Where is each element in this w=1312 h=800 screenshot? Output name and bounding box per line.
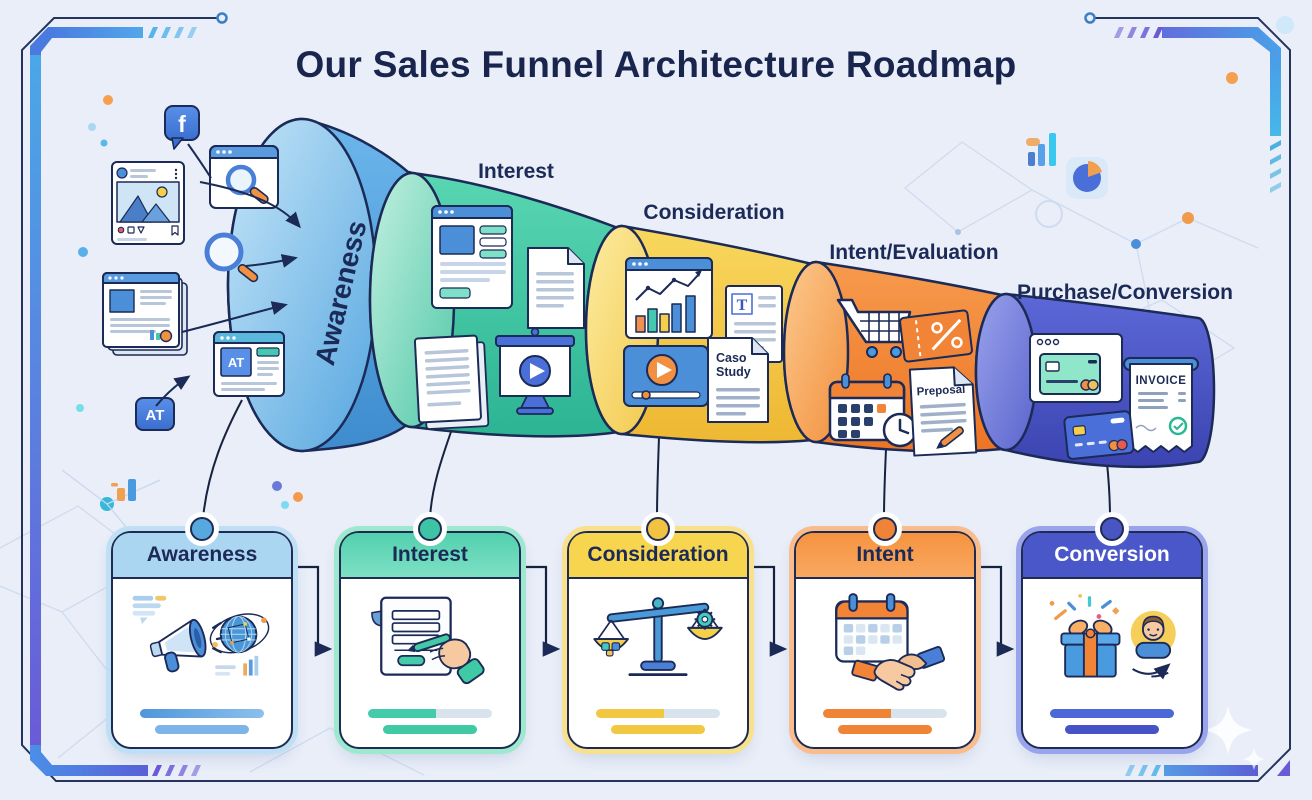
form-signing-icon [371, 596, 485, 685]
card-connector-dot [646, 517, 670, 541]
invoice-label: INVOICE [1136, 375, 1187, 387]
search-browser-icon [209, 145, 279, 209]
globe-network-icon [209, 613, 270, 654]
card-awareness: Awareness [111, 517, 293, 749]
megaphone-globe-icon [132, 595, 270, 676]
article-initial: T [737, 297, 748, 314]
card-intent: Intent [794, 517, 976, 749]
display-ad-browser-icon: AT [213, 331, 285, 397]
facebook-icon: f [164, 105, 200, 150]
card-connector-dot [873, 517, 897, 541]
shopping-cart-icon [836, 298, 912, 358]
balance-scale-icon [593, 597, 723, 677]
credit-card-icon [1063, 410, 1135, 460]
card-connector-dot [190, 517, 214, 541]
case-study-doc-icon: Caso Study [707, 337, 769, 423]
card-conversion: Conversion [1021, 517, 1203, 749]
frame-node-left [216, 12, 228, 24]
ad-badge-label: AT [146, 407, 165, 424]
hand-pen-icon [406, 633, 485, 685]
card-footer-bars [113, 709, 291, 734]
frame-node-right [1084, 12, 1096, 24]
channel-arrows [155, 143, 301, 407]
blog-page-icon [431, 205, 513, 309]
gear-icon [694, 609, 716, 630]
mini-bars-left-icon [111, 479, 136, 501]
card-connector-dot [418, 517, 442, 541]
card-consideration: Consideration [567, 517, 749, 749]
case-study-line1: Caso [716, 351, 747, 365]
online-payment-icon [1029, 333, 1123, 403]
card-conversion-title: Conversion [1023, 533, 1201, 579]
customer-avatar [1130, 610, 1176, 659]
funnel-stage-interest-label: Interest [478, 160, 554, 183]
calendar-clock-icon [828, 373, 918, 448]
article-stack-icon [102, 272, 188, 356]
card-footer-bars [796, 709, 974, 734]
document-icon [527, 247, 585, 329]
magnifier-icon [204, 232, 259, 283]
pie-chart-icon [1066, 157, 1108, 199]
card-flow-arrows [292, 565, 1015, 657]
video-player-icon [623, 345, 709, 407]
card-connector-dot [1100, 517, 1124, 541]
video-presentation-icon [495, 327, 575, 415]
card-footer-bars [1023, 709, 1201, 734]
gift-customer-icon [1049, 594, 1176, 680]
invoice-icon: INVOICE [1123, 357, 1199, 453]
funnel-stage-purchase-label: Purchase/Conversion [1017, 281, 1233, 304]
card-interest: Interest [339, 517, 521, 749]
calendar-handshake-icon [835, 593, 946, 691]
interest-stage-icons [413, 205, 585, 430]
funnel-stage-intent-label: Intent/Evaluation [829, 241, 998, 264]
gift-box-icon [1060, 619, 1121, 678]
card-footer-bars [341, 709, 519, 734]
ad-browser-label: AT [228, 355, 244, 370]
handshake-icon [851, 646, 946, 691]
mini-bar-chart-icon [1026, 133, 1056, 166]
megaphone-icon [149, 618, 207, 673]
consideration-stage-icons: T Caso Study [623, 257, 783, 423]
intent-stage-icons: Preposal [828, 298, 978, 457]
tech-frame [21, 12, 1291, 782]
discount-coupon-icon [899, 309, 973, 363]
proposal-label: Preposal [916, 384, 965, 399]
page-title: Our Sales Funnel Architecture Roadmap [295, 44, 1017, 85]
case-study-line2: Study [716, 365, 751, 379]
card-footer-bars [569, 709, 747, 734]
purchase-stage-icons: INVOICE [1029, 333, 1199, 460]
analytics-chart-icon [625, 257, 713, 339]
funnel-stage-consideration-label: Consideration [643, 201, 784, 224]
ad-badge-icon: AT [135, 397, 175, 431]
confetti [1049, 594, 1120, 621]
sparkle-icon [1204, 706, 1265, 770]
facebook-f: f [178, 111, 186, 137]
social-post-icon [111, 161, 185, 245]
document-stack-icon [413, 334, 490, 430]
proposal-doc-icon: Preposal [908, 366, 978, 457]
